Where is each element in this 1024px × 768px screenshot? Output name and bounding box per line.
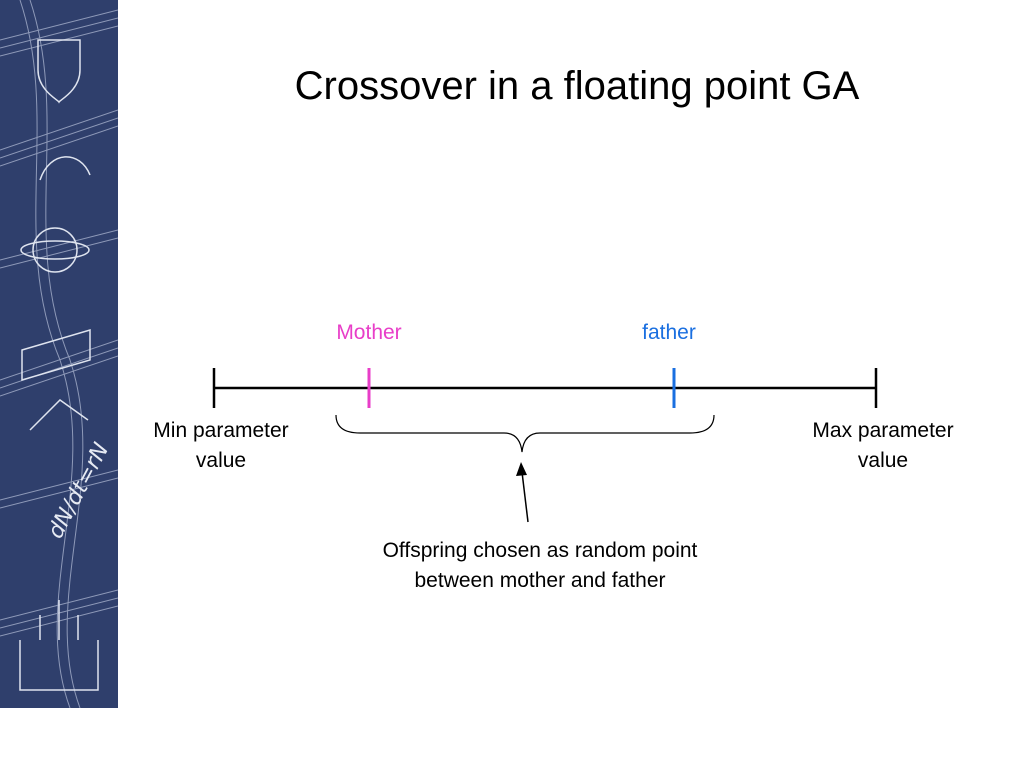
min-label-line-2: value [195, 449, 247, 472]
offspring-arrow-shaft [521, 471, 529, 523]
min-label-line-1: Min parameter [153, 419, 289, 442]
father-label-text: father [642, 321, 696, 344]
offspring-range-brace [335, 414, 715, 453]
mother-label: Mother [318, 318, 420, 348]
offspring-caption: Offspring chosen as random point between… [310, 536, 770, 596]
offspring-caption-line-1: Offspring chosen as random point [382, 539, 698, 562]
max-label-line-2: value [857, 449, 909, 472]
father-label: father [618, 318, 720, 348]
decorative-side-strip: dN/dt=rN [0, 0, 118, 708]
offspring-caption-line-2: between mother and father [414, 569, 666, 592]
mother-label-text: Mother [336, 321, 402, 344]
offspring-arrow-head [516, 462, 527, 476]
max-label-line-1: Max parameter [812, 419, 954, 442]
min-parameter-label: Min parameter value [126, 416, 316, 476]
max-parameter-label: Max parameter value [786, 416, 980, 476]
slide-title: Crossover in a floating point GA [294, 64, 860, 108]
